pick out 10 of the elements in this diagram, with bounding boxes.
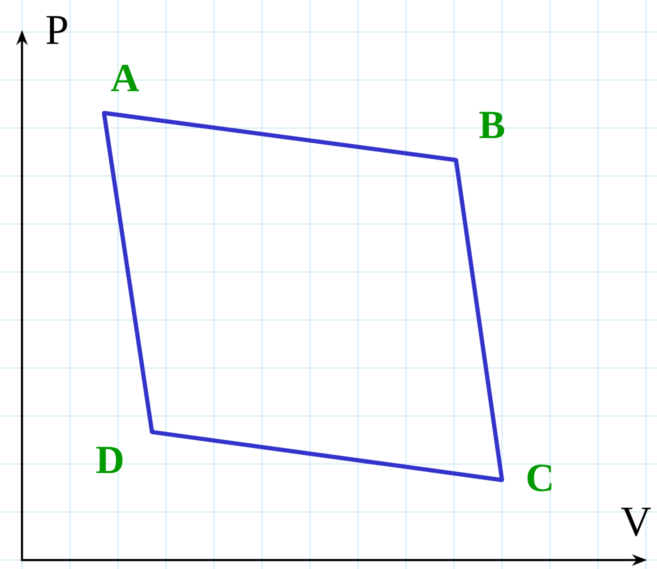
cycle-line <box>150 430 504 482</box>
point-label: A <box>111 64 140 92</box>
point-label: C <box>528 464 552 492</box>
axis-label: P <box>46 16 68 44</box>
point-label: D <box>96 446 122 474</box>
point-label: B <box>479 112 504 138</box>
cycle-line <box>102 111 154 434</box>
cycle-line <box>102 110 458 162</box>
axis-label: V <box>621 508 651 536</box>
cycle-line <box>454 158 504 482</box>
